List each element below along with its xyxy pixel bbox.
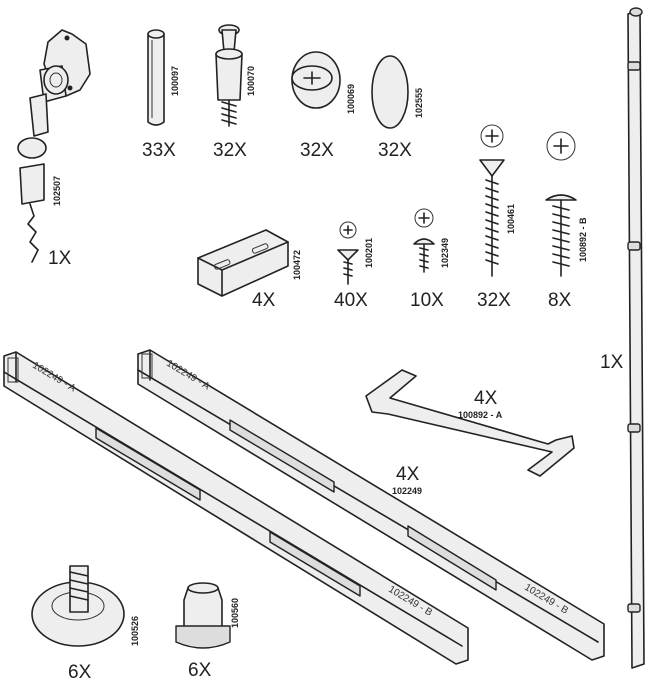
pan-screw-code: 102349 [440, 237, 450, 268]
foot-cap-qty: 6X [188, 660, 212, 681]
small-screw-code: 100201 [364, 237, 374, 268]
handle-icon [365, 369, 575, 477]
cap-icon [371, 55, 409, 129]
cam-lock-icon [291, 51, 341, 109]
dowel-qty: 33X [142, 140, 176, 161]
rail-qty: 1X [600, 352, 624, 373]
cam-lock-code: 100069 [346, 83, 356, 114]
handle-screw-icon [545, 131, 577, 277]
cam-bolt-code: 100070 [246, 65, 256, 96]
foot-cap-icon [175, 582, 231, 649]
slide-left-icon [3, 351, 469, 665]
bracket-icon [197, 229, 289, 297]
handle-screw-qty: 8X [548, 290, 572, 311]
cam-lock-qty: 32X [300, 140, 334, 161]
foot-cap-code: 100560 [230, 597, 240, 628]
lock-icon [17, 29, 91, 263]
handle-code: 100892 - A [458, 410, 503, 420]
lock-code: 102507 [52, 175, 62, 206]
cam-bolt-qty: 32X [213, 140, 247, 161]
small-screw-icon [337, 221, 359, 285]
long-screw-icon [479, 124, 505, 277]
small-screw-qty: 40X [334, 290, 368, 311]
foot-icon [31, 565, 125, 647]
foot-code: 100526 [130, 615, 140, 646]
slides-qty: 4X [396, 464, 420, 485]
bracket-code: 100472 [292, 249, 302, 280]
handle-qty: 4X [474, 388, 498, 409]
vertical-rail-icon [627, 7, 645, 669]
dowel-icon [147, 29, 165, 126]
foot-qty: 6X [68, 662, 92, 683]
dowel-code: 100097 [170, 65, 180, 96]
cap-code: 102555 [414, 87, 424, 118]
long-screw-qty: 32X [477, 290, 511, 311]
cap-qty: 32X [378, 140, 412, 161]
cam-bolt-icon [215, 24, 243, 127]
lock-qty: 1X [48, 248, 72, 269]
bracket-qty: 4X [252, 290, 276, 311]
pan-screw-qty: 10X [410, 290, 444, 311]
long-screw-code: 100461 [506, 203, 516, 234]
handle-screw-code: 100892 - B [578, 217, 588, 262]
pan-screw-icon [413, 208, 435, 273]
slides-code: 102249 [392, 486, 423, 496]
slide-right-icon [137, 349, 605, 661]
